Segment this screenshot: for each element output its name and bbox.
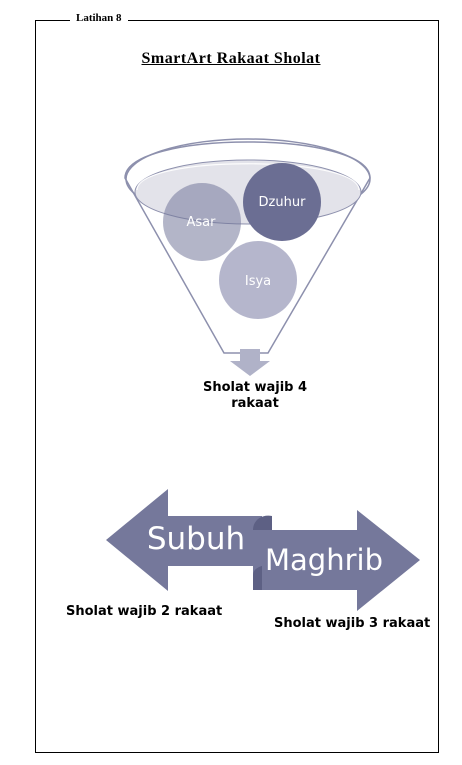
funnel-item-isya <box>219 241 297 319</box>
exercise-label: Latihan 8 <box>70 12 128 24</box>
left-arrow-graphic: Subuh <box>106 489 262 591</box>
ribbon-fold-top <box>253 515 272 530</box>
funnel-item-label: Dzuhur <box>259 195 307 210</box>
funnel-item-label: Isya <box>245 274 271 289</box>
left-arrow-caption: Sholat wajib 2 rakaat <box>66 604 223 619</box>
funnel-item-asar <box>163 183 241 261</box>
right-arrow-shape <box>253 510 420 611</box>
funnel-graphic: Asar Dzuhur Isya <box>124 138 371 376</box>
left-arrow-shape <box>106 489 262 591</box>
funnel-caption: Sholat wajib 4 rakaat <box>202 380 308 411</box>
right-arrow-graphic: Maghrib <box>253 510 420 611</box>
funnel-rim-highlight <box>136 163 360 191</box>
funnel-item-label: Asar <box>187 215 217 230</box>
page-title: SmartArt Rakaat Sholat <box>141 50 321 67</box>
right-arrow-label: Maghrib <box>265 543 383 577</box>
left-arrow-label: Subuh <box>147 521 245 557</box>
ribbon-fold-bottom <box>253 566 262 590</box>
funnel-item-dzuhur <box>243 163 321 241</box>
funnel-down-arrow-icon <box>230 349 270 376</box>
exercise-frame <box>35 20 439 753</box>
right-arrow-caption: Sholat wajib 3 rakaat <box>274 616 431 631</box>
